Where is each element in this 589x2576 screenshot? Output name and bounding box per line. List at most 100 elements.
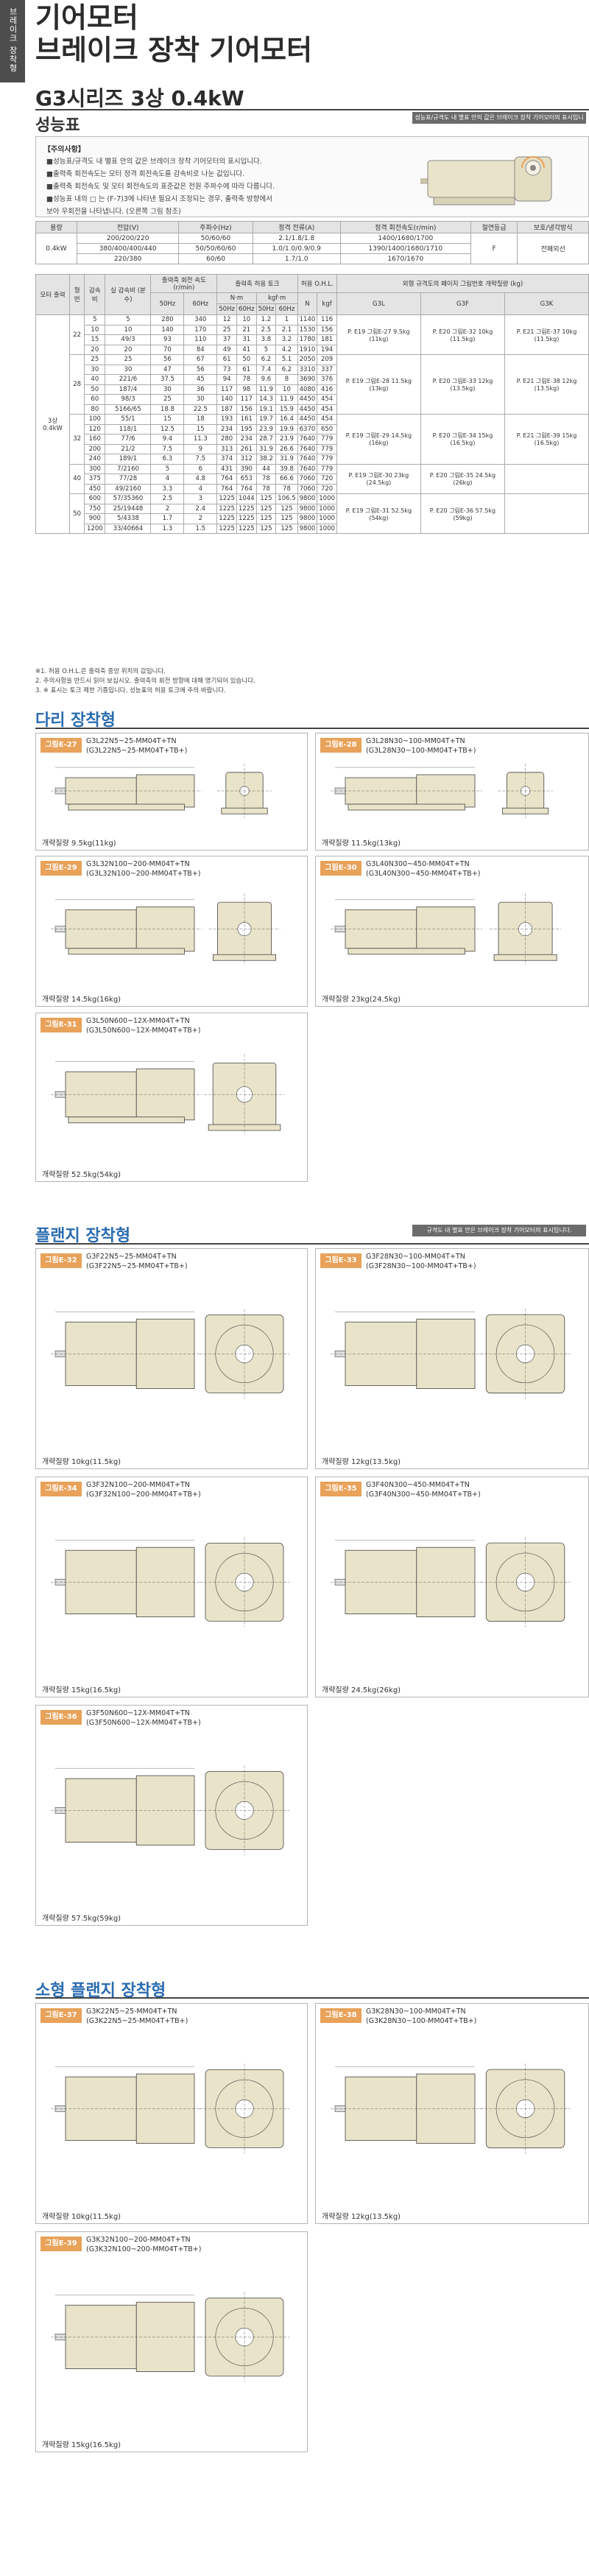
section-title-small-flange: 소형 플랜지 장착형 xyxy=(35,1982,166,2000)
ratio-cell: 33/40664 xyxy=(105,523,152,534)
ratio-cell: 1140 xyxy=(297,314,318,325)
figure-model-codes: G3L32N100~200-MM04T+TN(G3L32N100~200-MM0… xyxy=(86,859,200,879)
ratio-cell: 9.6 xyxy=(255,374,277,385)
ratio-cell: 6 xyxy=(183,463,218,474)
spec-cell: 1670/1670 xyxy=(339,253,471,264)
ratio-cell: 25 xyxy=(150,394,185,405)
ratio-cell: 80 xyxy=(84,404,106,415)
ratio-header: N xyxy=(297,292,318,315)
ratio-cell: 25 xyxy=(84,354,106,365)
ratio-cell: 20 xyxy=(84,344,106,355)
ratio-cell: 194 xyxy=(317,344,337,355)
figure-ref-cell: P. E21 그림E-38 12kg (13.5kg) xyxy=(504,354,589,415)
ratio-cell: 31.9 xyxy=(275,454,298,465)
ratio-cell: 57/35360 xyxy=(105,493,152,504)
model-code: G3F32N100~200-MM04T+TN xyxy=(86,1481,190,1489)
figure-model-codes: G3L50N600~12X-MM04T+TN(G3L50N600~12X-MM0… xyxy=(86,1016,200,1035)
ratio-cell: 454 xyxy=(317,414,337,425)
ratio-header-row: 50Hz 60Hz 50Hz 60Hz xyxy=(36,303,589,315)
figure-card: 그림E-37 G3K22N5~25-MM04T+TN(G3K22N5~25-MM0… xyxy=(35,2003,308,2224)
ratio-cell: 32 xyxy=(69,414,85,465)
figure-model-codes: G3L22N5~25-MM04T+TN(G3L22N5~25-MM04T+TB+… xyxy=(86,736,187,756)
ratio-cell: 21/2 xyxy=(105,443,152,454)
ratio-cell: 300 xyxy=(84,463,106,474)
spec-cell: 1.7/1.0 xyxy=(252,253,341,264)
figure-tag: 그림E-31 xyxy=(40,1018,82,1032)
figure-model-codes: G3F28N30~100-MM04T+TN(G3F28N30~100-MM04T… xyxy=(366,1252,476,1271)
model-code-brake: (G3F22N5~25-MM04T+TB+) xyxy=(86,1262,188,1270)
section-divider xyxy=(35,728,589,729)
ratio-cell: 18 xyxy=(183,414,218,425)
ratio-cell: 7060 xyxy=(297,483,318,494)
ratio-cell: 181 xyxy=(317,334,337,345)
ratio-cell: 3.2 xyxy=(275,334,298,345)
figure-tag: 그림E-39 xyxy=(40,2237,82,2251)
ratio-cell: 2.5 xyxy=(255,324,277,335)
section-title-foot-mount: 다리 장착형 xyxy=(35,711,116,730)
ratio-cell: 1044 xyxy=(236,493,257,504)
figure-ref-cell: P. E19 그림E-31 52.5kg (54kg) xyxy=(336,493,421,534)
ratio-cell: 110 xyxy=(183,334,218,345)
ratio-cell: 16.4 xyxy=(275,414,298,425)
model-code-brake: (G3L50N600~12X-MM04T+TB+) xyxy=(86,1027,201,1035)
weight-value: 15kg(16.5kg) xyxy=(71,1686,121,1695)
figure-tag: 그림E-28 xyxy=(320,738,361,753)
spec-header: 정격 전류(A) xyxy=(252,221,341,233)
ratio-cell: 2.5 xyxy=(150,493,185,504)
ratio-header: 60Hz xyxy=(236,303,257,315)
ratio-table: 모터 출력 형번 감속비 실 감속비 (분수) 출력축 회전 속도(r/min)… xyxy=(35,274,589,534)
ratio-cell: 78 xyxy=(236,374,257,385)
weight-value: 9.5kg(11kg) xyxy=(71,840,116,848)
ratio-cell: 67 xyxy=(183,354,218,365)
ratio-cell: 117 xyxy=(216,384,237,395)
note-item: ■출력축 회전속도 및 모터 회전속도의 표준값은 전원 주파수에 따라 다릅니… xyxy=(46,183,275,191)
ratio-cell: 313 xyxy=(216,443,237,454)
ratio-cell: 125 xyxy=(275,513,298,524)
ratio-cell: 30 xyxy=(150,384,185,395)
spec-cell: 전폐외선 xyxy=(517,233,589,264)
ratio-cell: 4.2 xyxy=(275,344,298,355)
ratio-cell: 22 xyxy=(69,314,85,355)
note-item: ■성능표/규격도 내 별표 안의 값은 브레이크 장착 기어모터의 표시입니다. xyxy=(46,158,262,166)
figure-model-codes: G3F32N100~200-MM04T+TN(G3F32N100~200-MM0… xyxy=(86,1480,201,1499)
ratio-cell: 140 xyxy=(216,394,237,405)
ratio-cell: 56 xyxy=(183,364,218,375)
figure-weight: 개략질량 10kg(11.5kg) xyxy=(42,1455,121,1466)
spec-header: 절연등급 xyxy=(470,221,518,233)
model-code: G3K32N100~200-MM04T+TN xyxy=(86,2236,191,2244)
ratio-cell: 22.5 xyxy=(183,404,218,415)
performance-note: 성능표/규격도 내 별표 안의 값은 브레이크 장착 기어모터의 표시입니다. xyxy=(412,112,586,133)
figure-model-codes: G3K22N5~25-MM04T+TN(G3K22N5~25-MM04T+TB+… xyxy=(86,2007,188,2026)
title-line-2: 브레이크 장착 기어모터 xyxy=(35,34,313,66)
figure-model-codes: G3K28N30~100-MM04T+TN(G3K28N30~100-MM04T… xyxy=(366,2007,476,2026)
model-code-brake: (G3F50N600~12X-MM04T+TB+) xyxy=(86,1719,201,1727)
model-code: G3F50N600~12X-MM04T+TN xyxy=(86,1709,190,1717)
weight-value: 14.5kg(16kg) xyxy=(71,996,121,1004)
figure-weight: 개략질량 57.5kg(59kg) xyxy=(42,1912,121,1923)
ratio-cell: 50 xyxy=(84,384,106,395)
ratio-cell: 1225 xyxy=(236,503,257,514)
ratio-cell: 5/4338 xyxy=(105,513,152,524)
figure-ref-cell xyxy=(504,493,589,534)
figure-ref-cell: P. E19 그림E-30 23kg (24.5kg) xyxy=(336,463,421,494)
ratio-cell: 234 xyxy=(236,434,257,445)
weight-label: 개략질량 xyxy=(42,996,69,1004)
ratio-header: 실 감속비 (분수) xyxy=(105,274,152,315)
figure-tag: 그림E-32 xyxy=(40,1253,82,1268)
ratio-header: 모터 출력 xyxy=(35,274,71,315)
dimension-drawing xyxy=(51,1537,289,1627)
ratio-header-row: 모터 출력 형번 감속비 실 감속비 (분수) 출력축 회전 속도(r/min)… xyxy=(35,274,589,315)
ratio-cell: 10 xyxy=(105,324,152,335)
figure-tag: 그림E-37 xyxy=(40,2008,82,2023)
ratio-cell: 161 xyxy=(236,414,257,425)
ratio-cell: 3상 0.4kW xyxy=(35,314,71,534)
ratio-cell: 280 xyxy=(150,314,185,325)
ratio-cell: 100 xyxy=(84,414,106,425)
weight-label: 개략질량 xyxy=(42,1686,69,1695)
ratio-cell: 7640 xyxy=(297,454,318,465)
